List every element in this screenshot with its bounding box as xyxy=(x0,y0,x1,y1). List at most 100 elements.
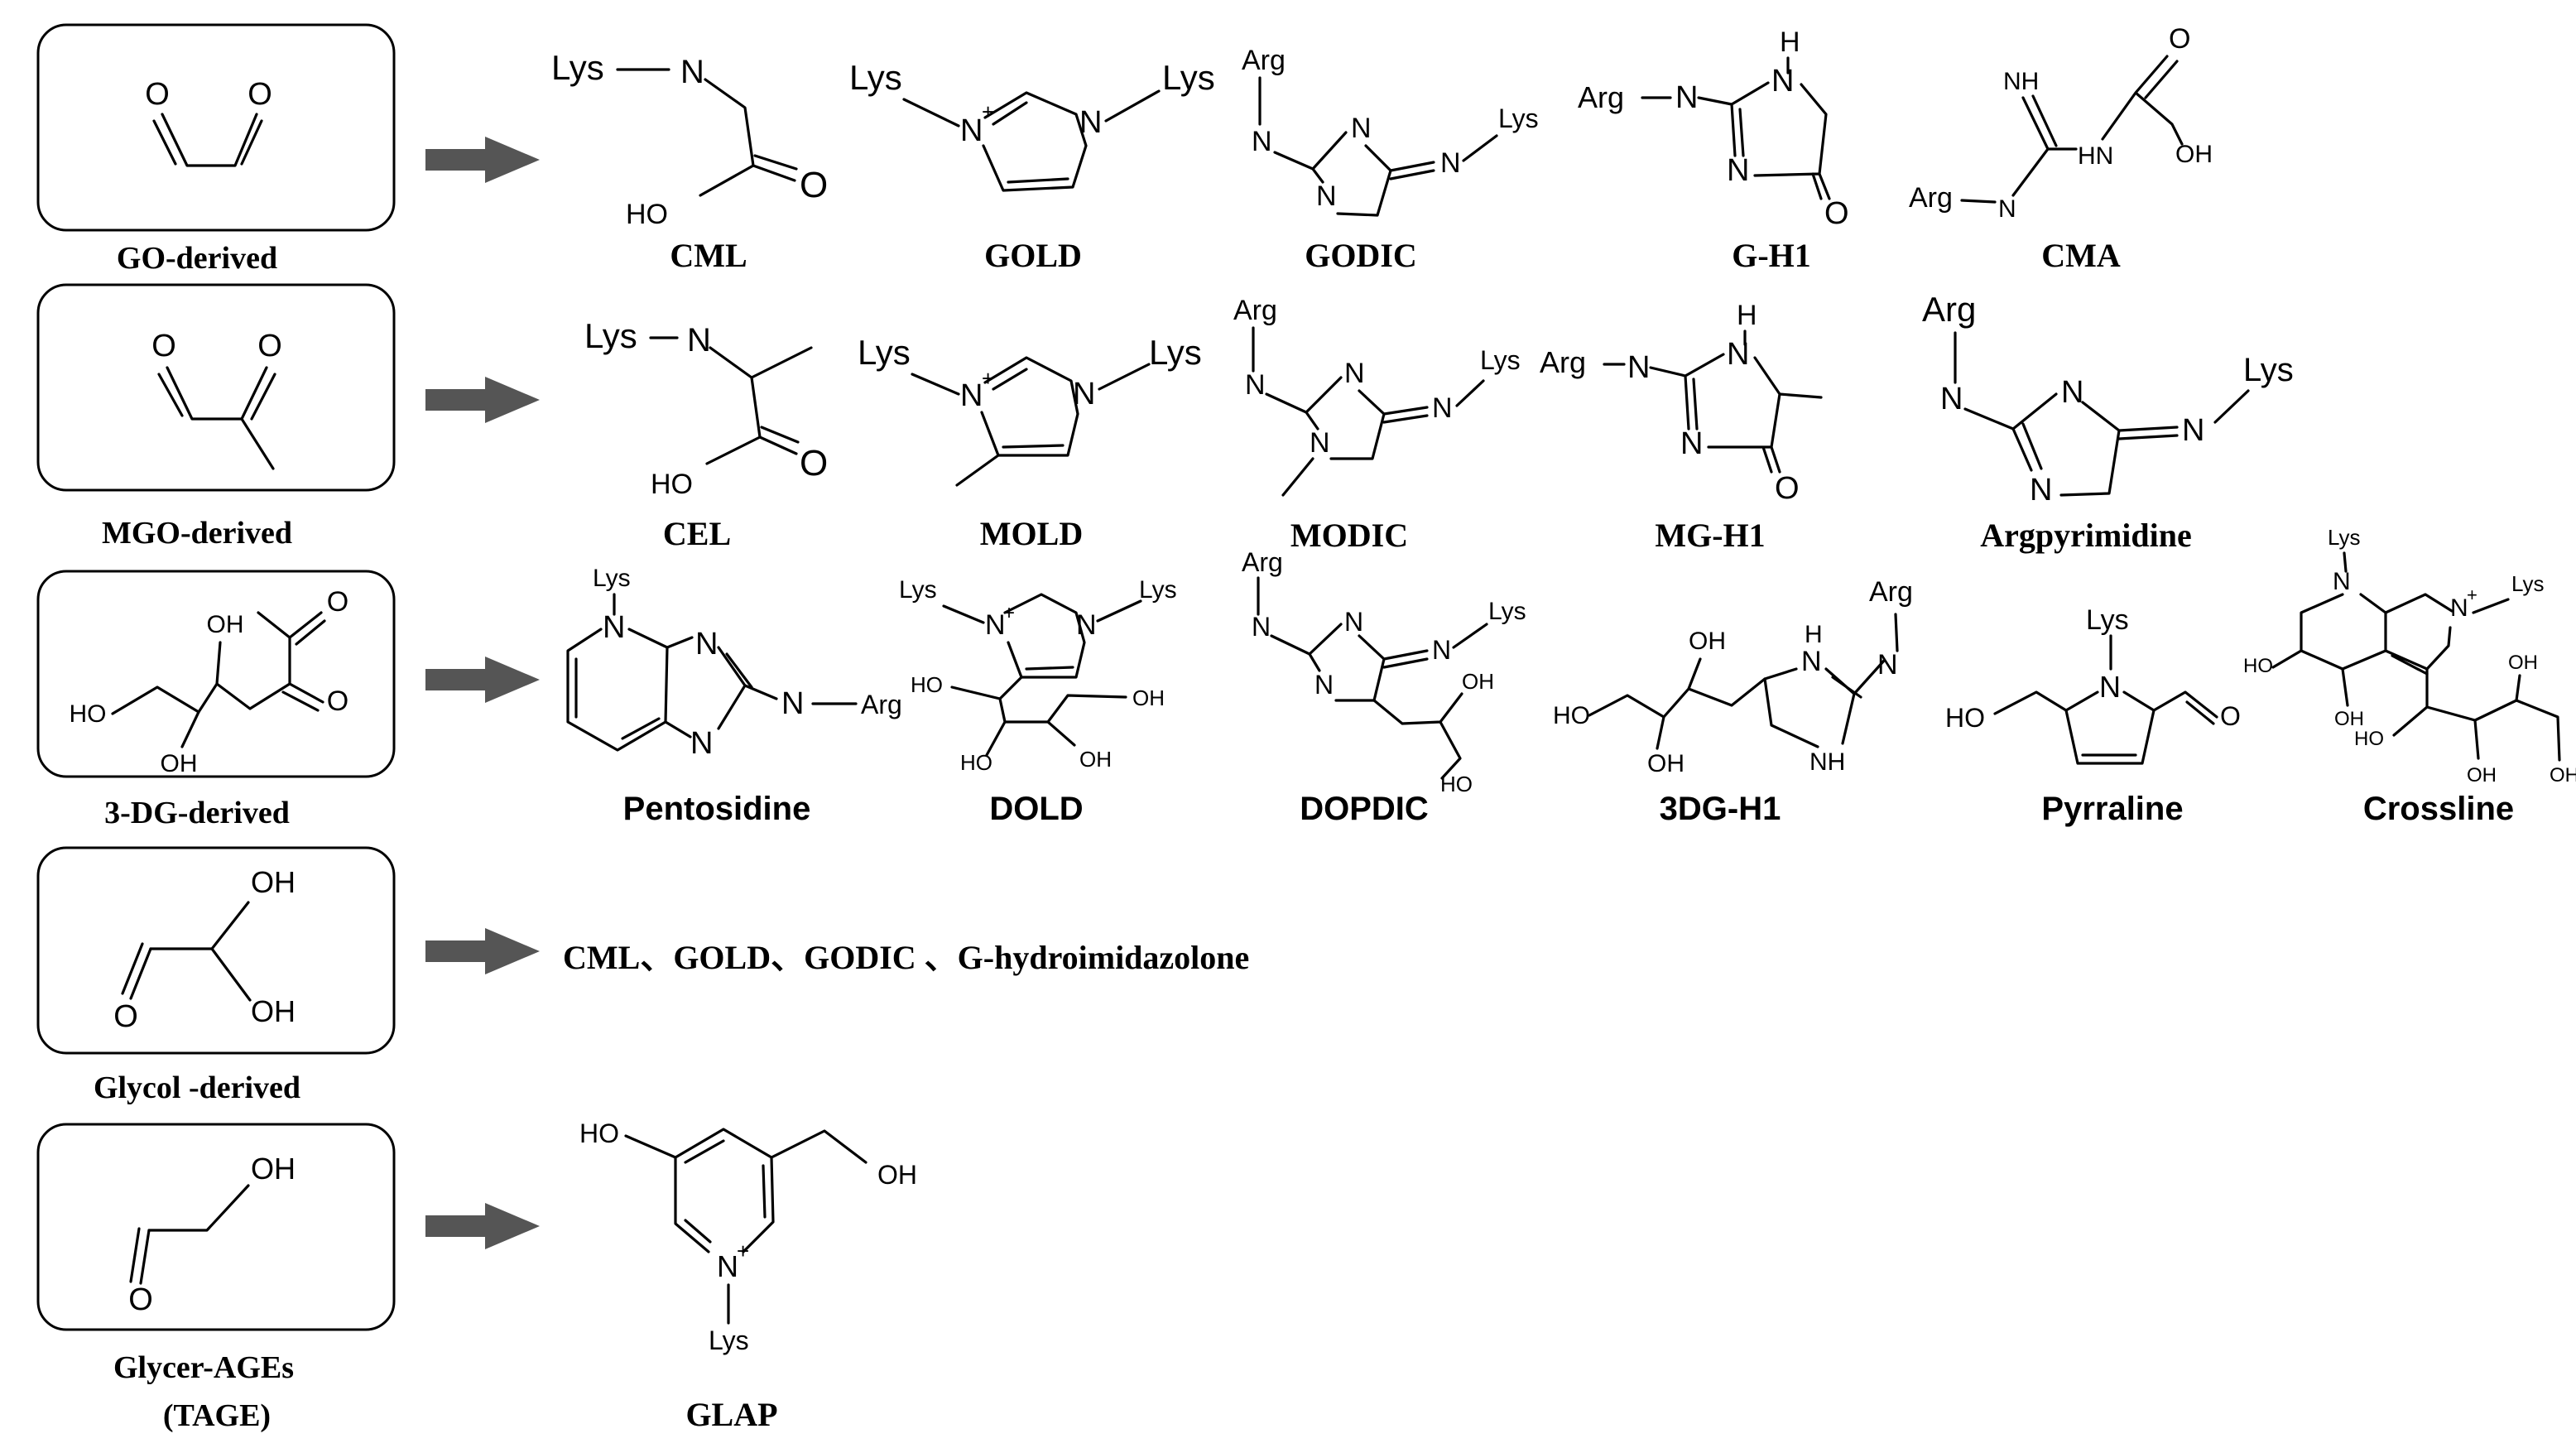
product-label-cel: CEL xyxy=(663,515,731,552)
svg-text:OH: OH xyxy=(1647,750,1684,777)
structure-dold: Lys Lys N + N HO OH HO OH xyxy=(899,576,1177,775)
svg-text:O: O xyxy=(128,1282,153,1317)
svg-text:Lys: Lys xyxy=(1498,103,1539,133)
svg-text:N: N xyxy=(1680,426,1703,461)
svg-text:O: O xyxy=(800,443,828,483)
structure-cma: NH O HN OH Arg N xyxy=(1909,23,2213,223)
product-label-dold: DOLD xyxy=(989,791,1083,827)
svg-text:N: N xyxy=(1940,382,1963,416)
svg-text:N: N xyxy=(960,113,983,148)
svg-text:Lys: Lys xyxy=(1149,333,1202,372)
svg-text:+: + xyxy=(1003,602,1015,624)
structure-mold: Lys Lys N + N xyxy=(858,333,1202,487)
svg-text:N: N xyxy=(2030,473,2052,508)
svg-text:Arg: Arg xyxy=(1578,80,1624,114)
glycol-products-text: CML、GOLD、GODIC 、G-hydroimidazolone xyxy=(563,939,1249,976)
svg-text:OH: OH xyxy=(251,865,296,899)
svg-text:N: N xyxy=(1627,350,1650,385)
svg-text:OH: OH xyxy=(1689,628,1726,655)
structure-glap: HO OH N + Lys xyxy=(579,1118,917,1355)
svg-text:+: + xyxy=(2467,584,2477,605)
svg-text:OH: OH xyxy=(2467,764,2497,787)
svg-text:N: N xyxy=(1432,392,1453,424)
structure-pentosidine: Lys N N N N Arg xyxy=(566,565,902,761)
svg-text:Arg: Arg xyxy=(1909,182,1953,214)
precursor-label-3dg: 3-DG-derived xyxy=(104,796,290,830)
svg-text:N: N xyxy=(1344,607,1363,637)
svg-text:N: N xyxy=(1675,80,1698,115)
svg-text:N: N xyxy=(2061,375,2083,410)
svg-text:O: O xyxy=(248,77,272,112)
svg-text:Arg: Arg xyxy=(1242,547,1283,577)
svg-text:N: N xyxy=(1771,64,1794,99)
structure-3dg-h1: Arg OH H N N HO OH NH xyxy=(1553,576,1913,777)
svg-text:O: O xyxy=(2220,701,2241,731)
structure-cml: Lys N HO O xyxy=(551,48,828,230)
precursor-box-3dg xyxy=(36,570,396,778)
structure-godic: Arg N N N N Lys xyxy=(1242,45,1539,217)
precursor-label-go: GO-derived xyxy=(117,241,277,276)
arrow-row-5 xyxy=(425,1203,540,1249)
svg-text:N: N xyxy=(1314,670,1334,700)
structure-argpyrimidine: Arg N N N N Lys xyxy=(1922,290,2294,508)
arrow-row-2 xyxy=(425,377,540,423)
svg-text:Lys: Lys xyxy=(858,333,911,372)
svg-text:OH: OH xyxy=(2508,652,2538,674)
svg-text:O: O xyxy=(257,329,282,363)
structure-mg-h1: Arg N H N N O xyxy=(1540,300,1823,506)
svg-text:Arg: Arg xyxy=(1540,345,1586,379)
structure-pyrraline: Lys N HO O xyxy=(1945,604,2241,765)
svg-text:Lys: Lys xyxy=(551,48,604,87)
structure-crossline: Lys N N + Lys HO OH OH HO OH OH xyxy=(2243,525,2576,787)
svg-text:N: N xyxy=(695,627,718,661)
svg-text:Lys: Lys xyxy=(593,565,631,592)
svg-text:N: N xyxy=(687,322,711,358)
svg-text:N: N xyxy=(1351,113,1372,144)
svg-text:HO: HO xyxy=(1945,703,1985,733)
product-label-gold: GOLD xyxy=(984,237,1082,274)
svg-text:+: + xyxy=(982,366,994,391)
svg-text:OH: OH xyxy=(1079,747,1112,772)
svg-text:OH: OH xyxy=(2550,764,2576,787)
precursor-label-glycol: Glycol -derived xyxy=(94,1070,300,1105)
product-label-argpyrimidine: Argpyrimidine xyxy=(1980,517,2192,554)
precursor-label-mgo: MGO-derived xyxy=(102,516,292,551)
svg-text:HO: HO xyxy=(626,199,668,230)
structure-cel: Lys N HO O xyxy=(584,316,828,500)
structure-glyceraldehyde: OH O xyxy=(128,1152,296,1317)
structure-3-deoxyglucosone: O OH O HO OH xyxy=(70,586,349,777)
product-label-3dg-h1: 3DG-H1 xyxy=(1660,791,1781,827)
product-label-pyrraline: Pyrraline xyxy=(2041,791,2183,827)
svg-text:Lys: Lys xyxy=(1488,598,1526,625)
svg-text:Lys: Lys xyxy=(1162,58,1215,97)
precursor-label-glycer-line2: (TAGE) xyxy=(163,1398,271,1433)
svg-text:HN: HN xyxy=(2078,142,2113,170)
svg-text:O: O xyxy=(113,999,138,1034)
structure-methylglyoxal: O O xyxy=(151,329,282,470)
svg-text:N: N xyxy=(680,54,704,90)
svg-text:OH: OH xyxy=(251,1152,296,1186)
arrow-row-1 xyxy=(425,137,540,183)
svg-text:OH: OH xyxy=(1132,686,1165,710)
svg-text:Arg: Arg xyxy=(1869,576,1913,608)
svg-text:NH: NH xyxy=(1809,748,1845,776)
svg-text:Lys: Lys xyxy=(899,576,937,604)
svg-text:H: H xyxy=(1737,300,1757,331)
precursor-box-mgo xyxy=(36,283,396,492)
product-label-mg-h1: MG-H1 xyxy=(1655,517,1765,554)
product-label-crossline: Crossline xyxy=(2363,791,2514,827)
svg-text:HO: HO xyxy=(1553,702,1590,729)
svg-text:N: N xyxy=(2182,413,2204,448)
svg-text:N: N xyxy=(1432,635,1451,665)
svg-text:N: N xyxy=(1316,180,1337,212)
svg-text:Lys: Lys xyxy=(1139,576,1177,604)
svg-text:N: N xyxy=(1801,646,1822,677)
svg-text:OH: OH xyxy=(161,750,198,777)
structure-modic: Arg N N N N Lys xyxy=(1233,295,1521,497)
svg-text:OH: OH xyxy=(877,1160,917,1190)
svg-text:O: O xyxy=(2169,23,2190,55)
product-label-g-h1: G-H1 xyxy=(1732,237,1811,274)
svg-text:Lys: Lys xyxy=(2511,571,2545,596)
precursor-box-glycer xyxy=(36,1123,396,1331)
svg-text:Arg: Arg xyxy=(1922,290,1976,329)
